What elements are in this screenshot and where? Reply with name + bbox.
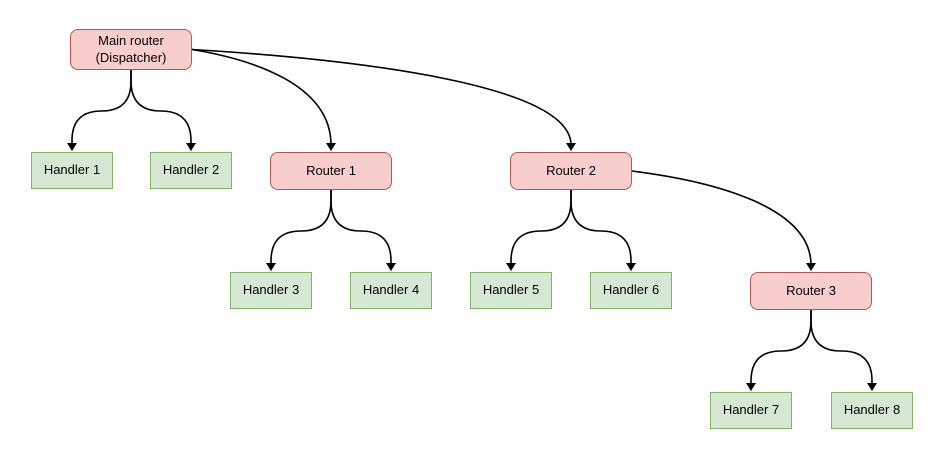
arrowhead-icon (626, 263, 636, 271)
node-main-router-box: Main router (Dispatcher) (70, 29, 192, 70)
node-h3-handler-box: Handler 3 (230, 272, 312, 309)
node-h5-handler-box: Handler 5 (470, 272, 552, 309)
arrowhead-icon (186, 143, 196, 151)
node-h4-handler-box: Handler 4 (350, 272, 432, 309)
edge-main-to-h2 (130, 69, 196, 151)
node-h6-handler-box: Handler 6 (590, 272, 672, 309)
node-r2-router-box: Router 2 (510, 152, 632, 190)
node-h2-handler-box: Handler 2 (150, 152, 232, 189)
arrowhead-icon (806, 263, 816, 271)
edge-main-to-r1 (191, 48, 336, 151)
edge-r2-to-h5 (506, 189, 572, 271)
edge-r2-to-h6 (570, 189, 636, 271)
node-r3-router-box: Router 3 (750, 272, 872, 310)
arrowhead-icon (67, 143, 77, 151)
edge-r2-to-r3 (631, 170, 816, 271)
arrowhead-icon (326, 143, 336, 151)
edge-r1-to-h3 (266, 189, 332, 271)
arrowhead-icon (566, 143, 576, 151)
edge-main-to-h1 (67, 69, 132, 151)
node-h1-handler-box: Handler 1 (31, 152, 113, 189)
node-r1-router-box: Router 1 (270, 152, 392, 190)
arrowhead-icon (266, 263, 276, 271)
edge-main-to-r2 (191, 48, 576, 151)
arrowhead-icon (386, 263, 396, 271)
arrowhead-icon (867, 383, 877, 391)
arrowhead-icon (746, 383, 756, 391)
edge-r3-to-h7 (746, 309, 812, 391)
arrowhead-icon (506, 263, 516, 271)
node-h7-handler-box: Handler 7 (710, 392, 792, 429)
edge-r3-to-h8 (810, 309, 877, 391)
edge-r1-to-h4 (330, 189, 396, 271)
node-h8-handler-box: Handler 8 (831, 392, 913, 429)
